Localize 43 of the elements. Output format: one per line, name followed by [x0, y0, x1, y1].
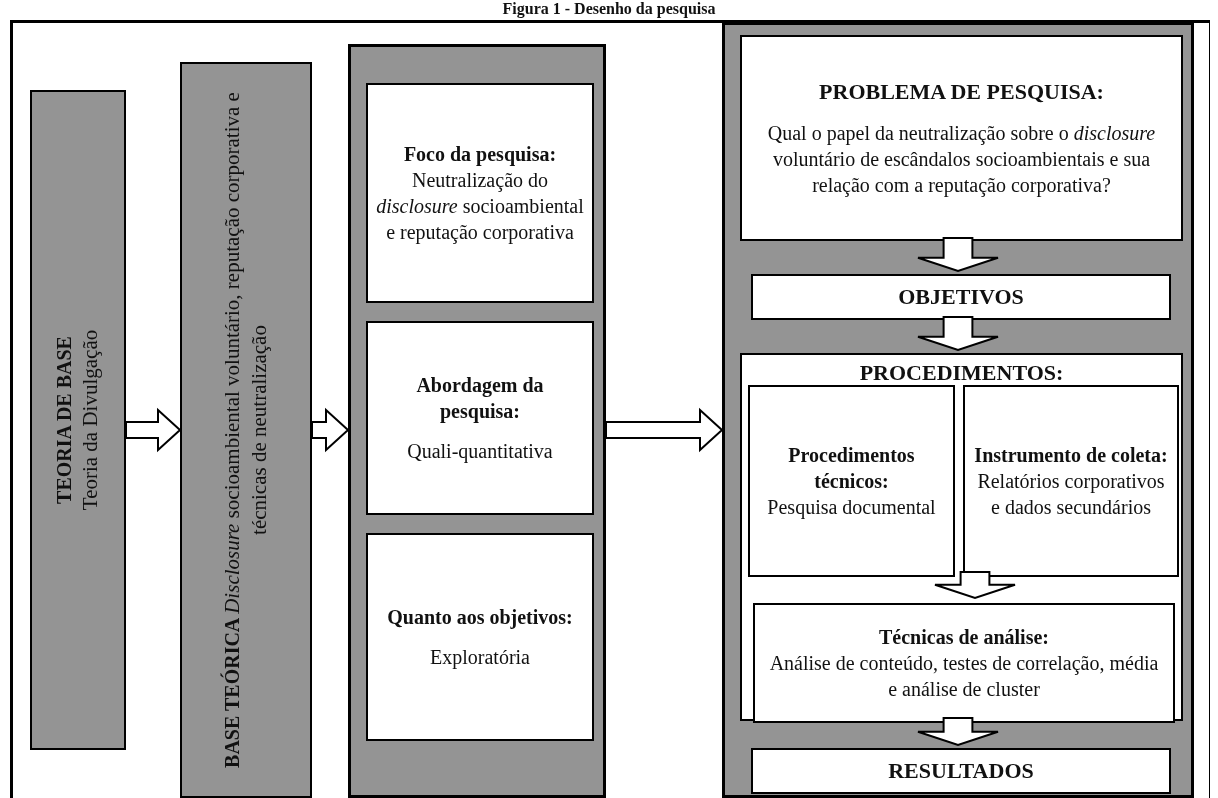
- box-heading: Técnicas de análise:: [879, 625, 1049, 650]
- box-heading: Abordagem da pesquisa:: [415, 373, 545, 424]
- group-box: [740, 353, 1183, 721]
- box-text: Análise de conteúdo, testes de correlação, média e análise de cluster: [768, 651, 1160, 702]
- block-arrow: [917, 237, 999, 273]
- bar-heading: TEORIA DE BASE: [52, 335, 77, 506]
- bar-heading: BASE TEÓRICA: [220, 617, 243, 768]
- box-heading: PROBLEMA DE PESQUISA:: [819, 77, 1104, 106]
- text-box: [366, 533, 594, 741]
- box-heading: Procedimentos técnicos:: [787, 443, 916, 494]
- box-heading: Foco da pesquisa:: [403, 142, 557, 167]
- box-text: Pesquisa documental: [767, 495, 936, 520]
- box-heading: PROCEDIMENTOS:: [859, 359, 1064, 387]
- panel-box: [348, 44, 606, 798]
- box-heading: OBJETIVOS: [898, 282, 1024, 311]
- text-box: [366, 321, 594, 515]
- text-box: [740, 35, 1183, 241]
- box-text: Qual o papel da neutralização sobre o disclosure voluntário de escândalos socioambientais e sua relação com a reputação corporativa?: [766, 121, 1157, 199]
- panel-box: [722, 22, 1194, 798]
- text-box: [963, 385, 1179, 577]
- bar-text: Disclosure socioambiental voluntário, reputação corporativa e técnicas de neutralização: [219, 92, 271, 614]
- box-text: Exploratória: [430, 645, 530, 670]
- block-arrow: [934, 571, 1016, 600]
- box-heading: RESULTADOS: [888, 756, 1034, 785]
- text-box: [748, 385, 955, 577]
- box-heading: Quanto aos objetivos:: [387, 605, 573, 630]
- block-arrow: [917, 717, 999, 747]
- box-heading: Instrumento de coleta:: [974, 443, 1168, 468]
- label-box: [751, 274, 1171, 320]
- figure-title: Figura 1 - Desenho da pesquisa: [501, 0, 717, 18]
- bar-text: Teoria da Divulgação: [77, 328, 104, 513]
- text-box: [753, 603, 1175, 723]
- block-arrow: [125, 407, 182, 453]
- block-arrow: [311, 407, 350, 453]
- box-text: Neutralização do disclosure socioambiental e reputação corporativa: [376, 168, 584, 245]
- block-arrow: [917, 316, 999, 352]
- box-text: Quali-quantitativa: [407, 439, 553, 464]
- text-box: [366, 83, 594, 303]
- box-text: Relatórios corporativos e dados secundários: [976, 469, 1166, 520]
- vertical-bar: [30, 90, 126, 750]
- label-box: [751, 748, 1171, 794]
- block-arrow: [605, 407, 724, 453]
- vertical-bar: [180, 62, 312, 798]
